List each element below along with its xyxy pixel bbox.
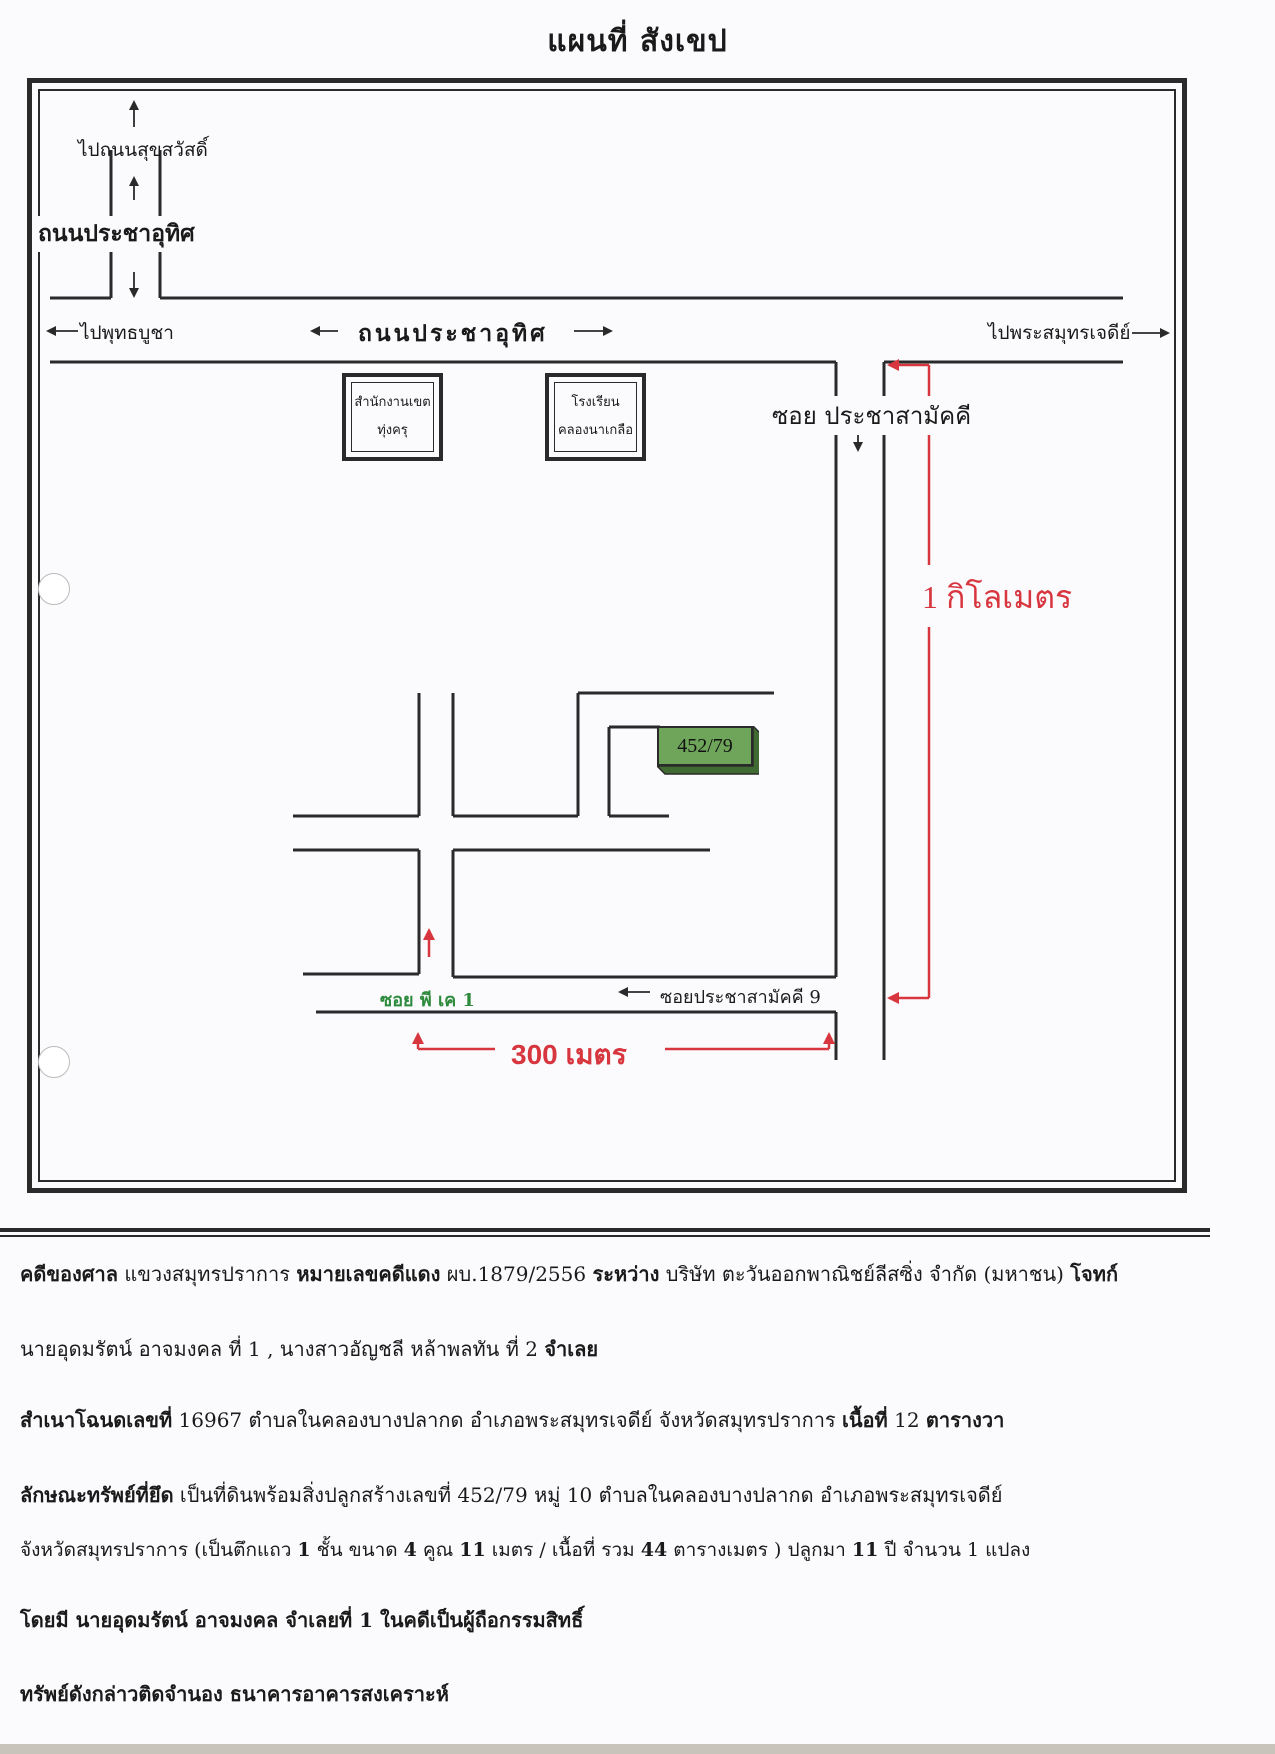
label-to-sukhumvit: ไปถนนสุขสวัสดิ์ xyxy=(78,139,208,161)
separator-line xyxy=(0,1228,1210,1232)
plot-3d-edge xyxy=(657,726,759,775)
case-info-line: คดีของศาล แขวงสมุทรปราการ หมายเลขคดีแดง … xyxy=(20,1262,1119,1286)
punch-hole xyxy=(38,573,70,605)
distance-label-300m: 300 เมตร xyxy=(511,1039,627,1070)
school-box: โรงเรียน คลองนาเกลือ xyxy=(545,373,646,461)
label-to-phra-samut: ไปพระสมุทรเจดีย์ xyxy=(988,322,1131,344)
mortgage-info-line: ทรัพย์ดังกล่าวติดจำนอง ธนาคารอาคารสงเครา… xyxy=(20,1682,449,1706)
label-road-main: ถนนประชาอุทิศ xyxy=(358,320,548,347)
owner-info-line: โดยมี นายอุดมรัตน์ อาจมงคล จำเลยที่ 1 ใน… xyxy=(20,1608,584,1632)
parties-info-line: นายอุดมรัตน์ อาจมงคล ที่ 1 , นางสาวอัญชล… xyxy=(20,1337,599,1361)
label-soi-pracha: ซอย ประชาสามัคคี xyxy=(772,396,972,435)
label-soi-pracha-9: ซอยประชาสามัคคี 9 xyxy=(660,987,821,1008)
district-office-box: สำนักงานเขต ทุ่งครุ xyxy=(342,373,443,461)
map-frame xyxy=(27,78,1187,1193)
separator-line-thin xyxy=(0,1235,1210,1237)
property-plot: 452/79 xyxy=(657,726,759,775)
deed-info-line: สำเนาโฉนดเลขที่ 16967 ตำบลในคลองบางปลากด… xyxy=(20,1408,1005,1432)
map-frame-inner xyxy=(38,89,1176,1182)
district-office-line1: สำนักงานเขต xyxy=(354,395,431,410)
page-title: แผนที่ สังเขป xyxy=(547,24,728,59)
school-line2: คลองนาเกลือ xyxy=(557,423,634,438)
school-line1: โรงเรียน xyxy=(571,395,620,410)
property-info-line: ลักษณะทรัพย์ที่ยึด เป็นที่ดินพร้อมสิ่งปล… xyxy=(20,1483,1003,1507)
label-road-vertical: ถนนประชาอุทิศ xyxy=(38,216,195,252)
property-detail-line: จังหวัดสมุทรปราการ (เป็นตึกแถว 1 ชั้น ขน… xyxy=(20,1539,1031,1561)
punch-hole xyxy=(38,1046,70,1078)
distance-label-1km: 1 กิโลเมตร xyxy=(918,572,1077,623)
label-soi-pk1: ซอย พี เค 1 xyxy=(380,990,475,1011)
scan-edge xyxy=(0,1744,1275,1754)
plot-number: 452/79 xyxy=(657,726,753,766)
district-office-line2: ทุ่งครุ xyxy=(377,423,408,438)
label-to-phutthabucha: ไปพุทธบูชา xyxy=(80,322,174,344)
